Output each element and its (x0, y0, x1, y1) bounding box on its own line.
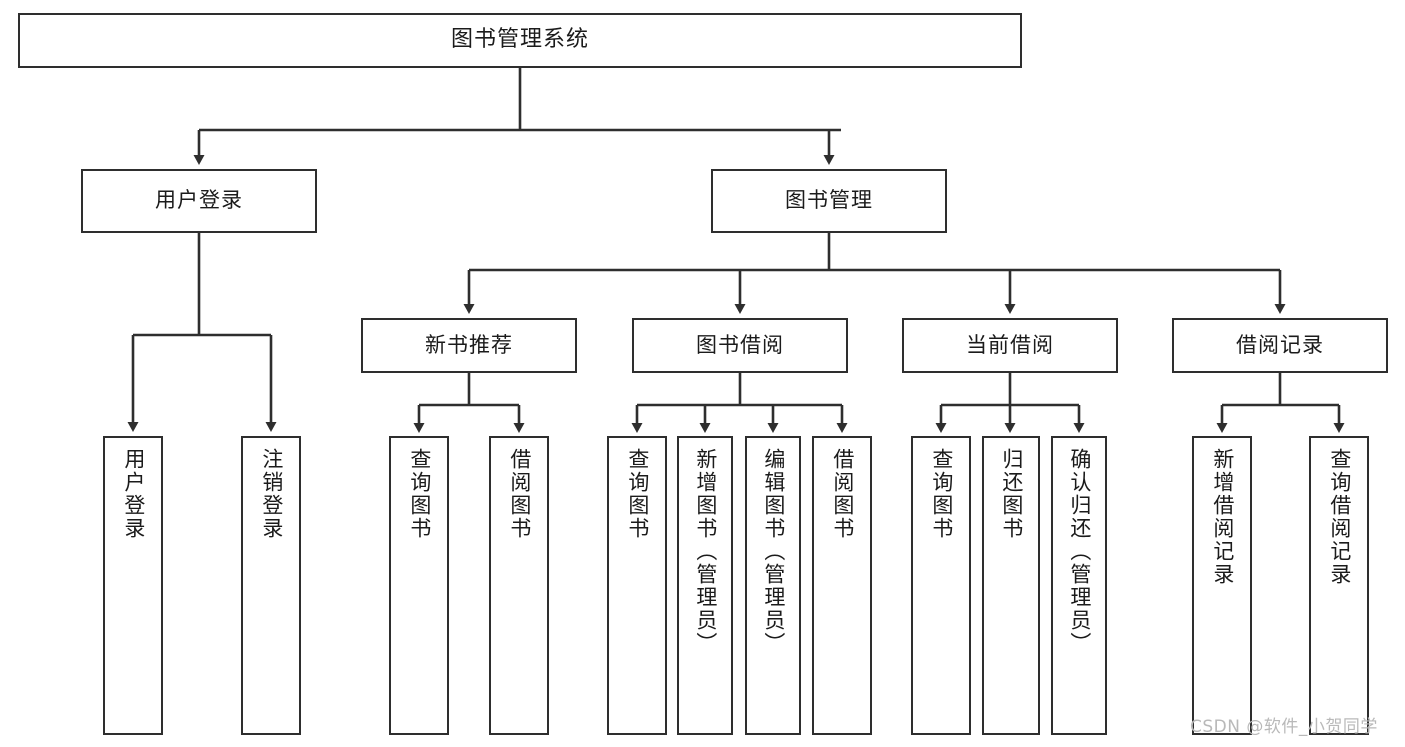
node-label: 借阅图书 (507, 448, 532, 540)
node-label: 新书推荐 (425, 332, 513, 357)
node-leaf-current-confirm-return[interactable]: 确认归还（管理员） (1051, 436, 1107, 735)
node-current-borrow[interactable]: 当前借阅 (902, 318, 1118, 373)
node-label: 借阅图书 (830, 448, 855, 540)
node-leaf-record-add-record[interactable]: 新增借阅记录 (1192, 436, 1252, 735)
node-label: 查询图书 (929, 448, 954, 540)
node-leaf-newbook-borrow-book[interactable]: 借阅图书 (489, 436, 549, 735)
node-borrow-record[interactable]: 借阅记录 (1172, 318, 1388, 373)
node-label: 查询图书 (407, 448, 432, 540)
node-label: 注销登录 (259, 448, 284, 540)
node-label: 图书管理系统 (450, 27, 589, 53)
node-label: 确认归还（管理员） (1067, 448, 1092, 655)
node-label: 图书借阅 (696, 332, 784, 357)
node-label: 当前借阅 (966, 332, 1054, 357)
node-label: 归还图书 (999, 448, 1024, 540)
node-leaf-borrow-edit-book[interactable]: 编辑图书（管理员） (745, 436, 801, 735)
node-new-book-recommend[interactable]: 新书推荐 (361, 318, 577, 373)
node-user-login[interactable]: 用户登录 (81, 169, 317, 233)
node-book-borrow[interactable]: 图书借阅 (632, 318, 848, 373)
node-label: 查询图书 (625, 448, 650, 540)
node-label: 用户登录 (121, 448, 146, 540)
node-leaf-record-query-record[interactable]: 查询借阅记录 (1309, 436, 1369, 735)
node-label: 借阅记录 (1236, 332, 1324, 357)
node-leaf-borrow-add-book[interactable]: 新增图书（管理员） (677, 436, 733, 735)
node-root-system[interactable]: 图书管理系统 (18, 13, 1022, 68)
node-leaf-logout[interactable]: 注销登录 (241, 436, 301, 735)
node-label: 新增借阅记录 (1210, 448, 1235, 586)
node-leaf-borrow-borrow-book[interactable]: 借阅图书 (812, 436, 872, 735)
node-leaf-borrow-query-book[interactable]: 查询图书 (607, 436, 667, 735)
node-leaf-user-login[interactable]: 用户登录 (103, 436, 163, 735)
node-label: 新增图书（管理员） (693, 448, 718, 655)
csdn-watermark: CSDN @软件_小贺同学 (1190, 717, 1378, 737)
node-book-management[interactable]: 图书管理 (711, 169, 947, 233)
node-label: 图书管理 (785, 188, 873, 213)
node-leaf-current-query-book[interactable]: 查询图书 (911, 436, 971, 735)
node-label: 编辑图书（管理员） (761, 448, 786, 655)
node-label: 查询借阅记录 (1327, 448, 1352, 586)
node-leaf-current-return-book[interactable]: 归还图书 (982, 436, 1040, 735)
node-label: 用户登录 (155, 188, 243, 213)
node-leaf-newbook-query-book[interactable]: 查询图书 (389, 436, 449, 735)
